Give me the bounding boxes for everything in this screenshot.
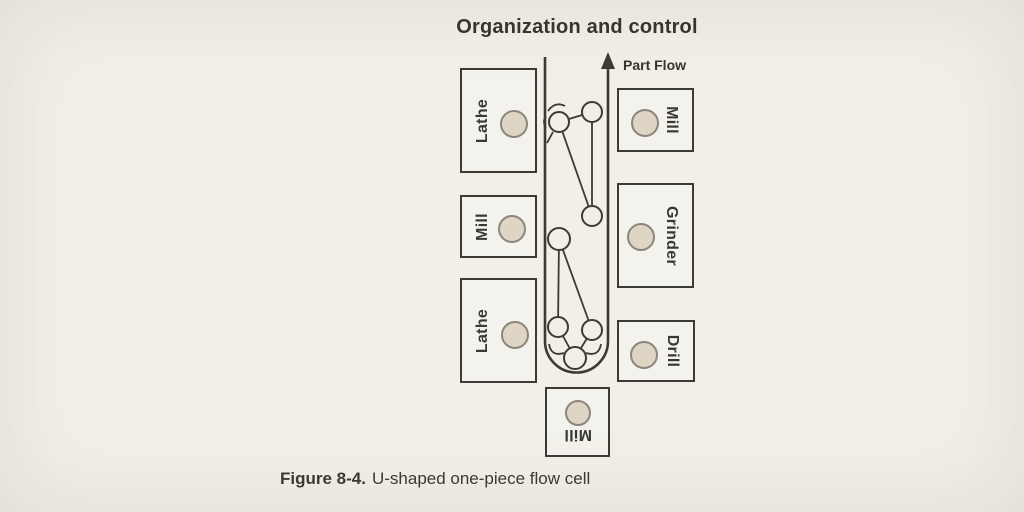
part-flow-label: Part Flow xyxy=(623,57,687,73)
operator-circle xyxy=(581,101,603,123)
machine-box-grinder-right: Grinder xyxy=(617,183,694,288)
operator-circle xyxy=(581,319,603,341)
operator-arm-arc xyxy=(548,343,565,355)
machine-dot xyxy=(630,341,658,369)
figure-number: Figure 8-4. xyxy=(280,469,366,488)
machine-box-drill-right: Drill xyxy=(617,320,695,382)
operator-circle xyxy=(548,111,570,133)
machine-box-lathe-top-left: Lathe xyxy=(460,68,537,173)
machine-label: Lathe xyxy=(474,308,491,353)
operator-circle xyxy=(547,316,569,338)
operator-circle xyxy=(563,346,587,370)
machine-label: Lathe xyxy=(474,98,491,143)
operator-arm-marks xyxy=(543,103,602,355)
machine-label: Grinder xyxy=(663,205,680,266)
machine-box-mill-top-right: Mill xyxy=(617,88,694,152)
u-cell-path xyxy=(543,57,610,374)
operator-walk-line xyxy=(558,238,593,331)
operator-arm-stroke xyxy=(546,131,554,144)
figure-caption-text: U-shaped one-piece flow cell xyxy=(371,469,591,488)
machine-label: Drill xyxy=(664,334,681,368)
machine-dot xyxy=(565,400,591,426)
machine-dot xyxy=(498,215,526,243)
part-flow-arrow-icon xyxy=(601,52,615,69)
operator-circle xyxy=(581,205,603,227)
machine-box-mill-bottom: Mill xyxy=(545,387,610,457)
operator-walk-line xyxy=(557,238,560,328)
machine-dot xyxy=(500,110,528,138)
operator-arm-arc xyxy=(543,115,547,129)
machine-label: Mill xyxy=(663,106,680,134)
machine-label: Mill xyxy=(474,212,491,241)
operator-arm-arc xyxy=(547,103,566,112)
diagram-title: Organization and control xyxy=(456,16,698,38)
figure-caption: Figure 8-4. U-shaped one-piece flow cell xyxy=(280,469,590,489)
machine-box-lathe-bottom-left: Lathe xyxy=(460,278,537,383)
machine-label: Mill xyxy=(563,426,592,443)
machine-box-mill-middle-left: Mill xyxy=(460,195,537,258)
operator-arm-arc xyxy=(585,343,602,355)
operator-circles xyxy=(547,101,603,370)
operator-circle xyxy=(547,227,571,251)
machine-dot xyxy=(631,109,659,137)
machine-dot xyxy=(501,321,529,349)
operator-walk-line xyxy=(558,121,593,217)
machine-dot xyxy=(627,223,655,251)
